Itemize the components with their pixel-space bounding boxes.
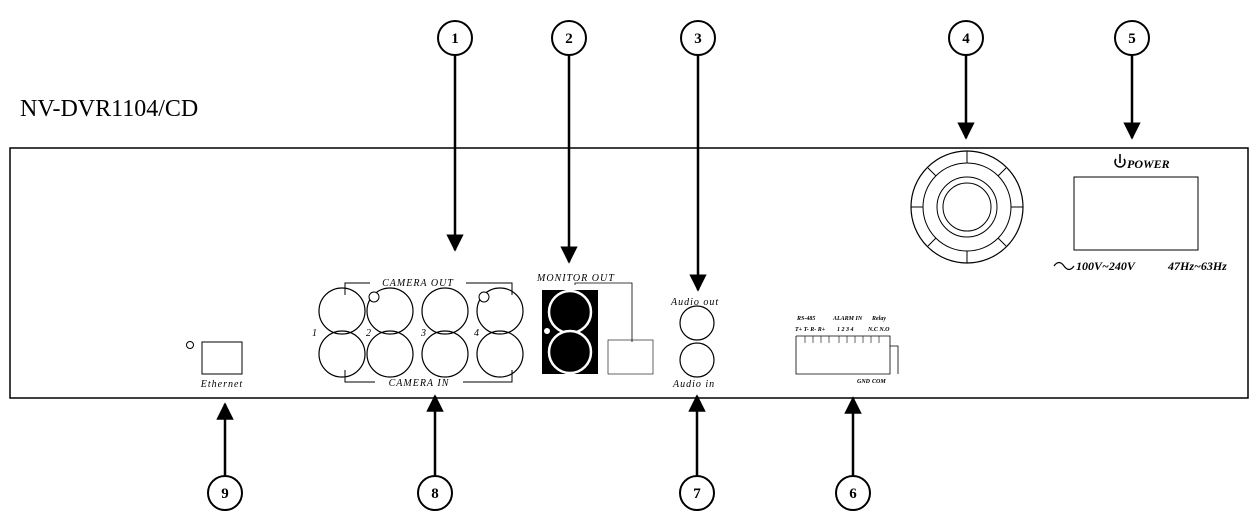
ac-symbol-icon <box>1053 261 1075 271</box>
ethernet-port: Ethernet <box>186 341 243 390</box>
monitor-led <box>544 328 550 334</box>
monitor-out-bnc <box>547 329 593 375</box>
monitor-out-bnc <box>547 289 593 335</box>
callout-2: 2 <box>551 20 587 56</box>
camera-out-label: CAMERA OUT <box>382 278 454 289</box>
callout-1-label: 1 <box>451 31 459 47</box>
audio-out-jack <box>679 305 715 341</box>
camera-in-bnc <box>318 330 366 378</box>
camera-number: 3 <box>420 328 427 339</box>
monitor-out-label: MONITOR OUT <box>536 273 615 284</box>
callout-4: 4 <box>948 20 984 56</box>
alarm-in-label: ALARM IN <box>832 316 863 322</box>
model-title: NV-DVR1104/CD <box>20 96 199 122</box>
voltage-label: 100V~240V <box>1076 259 1136 273</box>
camera-number: 4 <box>474 328 480 339</box>
camera-in-bnc <box>476 330 524 378</box>
callout-7-label: 7 <box>693 486 701 502</box>
callout-6-label: 6 <box>849 486 857 502</box>
gnd-label: GND <box>857 379 871 385</box>
frequency-label: 47Hz~63Hz <box>1167 259 1227 273</box>
terminal-block: RS-485 T+ T- R- R+ ALARM IN 1 2 3 4 Rela… <box>795 316 899 385</box>
rs485-pins-label: T+ T- R- R+ <box>795 327 826 333</box>
audio-out-label: Audio out <box>670 297 719 308</box>
power-icon <box>1114 154 1126 168</box>
camera-in-label: CAMERA IN <box>389 378 450 389</box>
callout-7: 7 <box>679 475 715 511</box>
rs485-label: RS-485 <box>796 316 815 322</box>
monitor-out-group: MONITOR OUT <box>536 273 654 375</box>
camera-number: 1 <box>312 328 318 339</box>
led-indicator <box>478 291 490 303</box>
callout-4-label: 4 <box>962 31 970 47</box>
callout-3-label: 3 <box>694 31 702 47</box>
relay-label: Relay <box>871 316 886 322</box>
com-label: COM <box>872 379 886 385</box>
camera-number: 2 <box>366 328 372 339</box>
callout-9: 9 <box>207 475 243 511</box>
callout-1: 1 <box>437 20 473 56</box>
audio-in-label: Audio in <box>672 379 715 390</box>
camera-in-bnc <box>366 330 414 378</box>
power-label: POWER <box>1127 157 1170 171</box>
callout-9-label: 9 <box>221 486 229 502</box>
ethernet-label: Ethernet <box>200 379 243 390</box>
power-group: POWER 100V~240V 47Hz~63Hz <box>1053 154 1227 273</box>
callout-2-label: 2 <box>565 31 573 47</box>
callout-5: 5 <box>1114 20 1150 56</box>
led-indicator <box>368 291 380 303</box>
callout-8-label: 8 <box>431 486 439 502</box>
callout-5-label: 5 <box>1128 31 1136 47</box>
audio-group: Audio out Audio in <box>670 297 719 390</box>
audio-in-jack <box>679 342 715 378</box>
camera-out-bnc <box>421 287 469 335</box>
power-socket <box>1073 176 1199 251</box>
camera-out-bnc <box>476 287 524 335</box>
camera-out-bnc <box>366 287 414 335</box>
callout-8: 8 <box>417 475 453 511</box>
relay-pins-label: N.C N.O <box>867 327 890 333</box>
callout-6: 6 <box>835 475 871 511</box>
fan-grille <box>910 150 1024 264</box>
camera-in-bnc <box>421 330 469 378</box>
camera-bnc-group: CAMERA OUT CAMERA IN 1 2 3 4 <box>312 276 524 389</box>
alarm-pins-label: 1 2 3 4 <box>837 327 854 333</box>
camera-out-bnc <box>318 287 366 335</box>
callout-3: 3 <box>680 20 716 56</box>
chassis-outline <box>9 147 1249 399</box>
vga-port <box>607 339 654 375</box>
